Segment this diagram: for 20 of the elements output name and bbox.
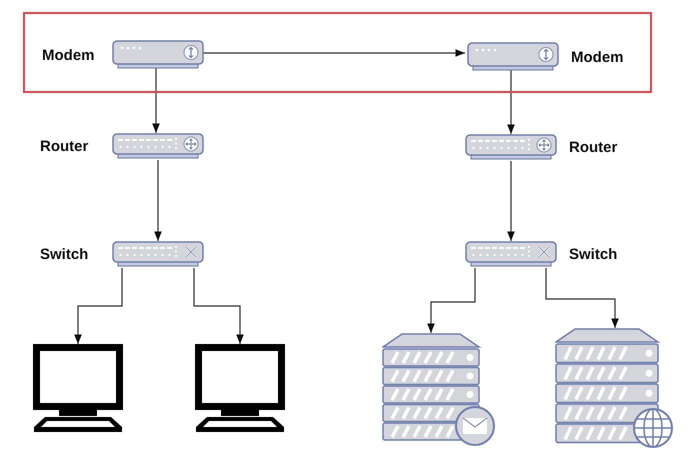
arrow bbox=[152, 68, 160, 133]
device-label: Router bbox=[40, 138, 88, 155]
arrow bbox=[545, 268, 619, 328]
computer-monitor-drawing bbox=[33, 344, 123, 432]
device-label: Modem bbox=[42, 46, 94, 64]
mail-server-drawing bbox=[382, 333, 495, 446]
device-label: Router bbox=[569, 139, 618, 156]
web-server-drawing bbox=[555, 328, 673, 448]
arrow bbox=[193, 268, 244, 344]
arrow bbox=[154, 160, 162, 241]
device-label: Modem bbox=[571, 48, 624, 66]
arrow bbox=[507, 70, 515, 134]
arrow bbox=[427, 268, 476, 333]
arrow bbox=[74, 268, 123, 344]
arrow bbox=[202, 49, 465, 57]
device-label: Switch bbox=[40, 246, 88, 263]
computer-monitor-drawing bbox=[195, 344, 285, 432]
device-label: Switch bbox=[569, 246, 618, 263]
group-frame bbox=[23, 12, 652, 93]
arrow bbox=[507, 161, 515, 241]
